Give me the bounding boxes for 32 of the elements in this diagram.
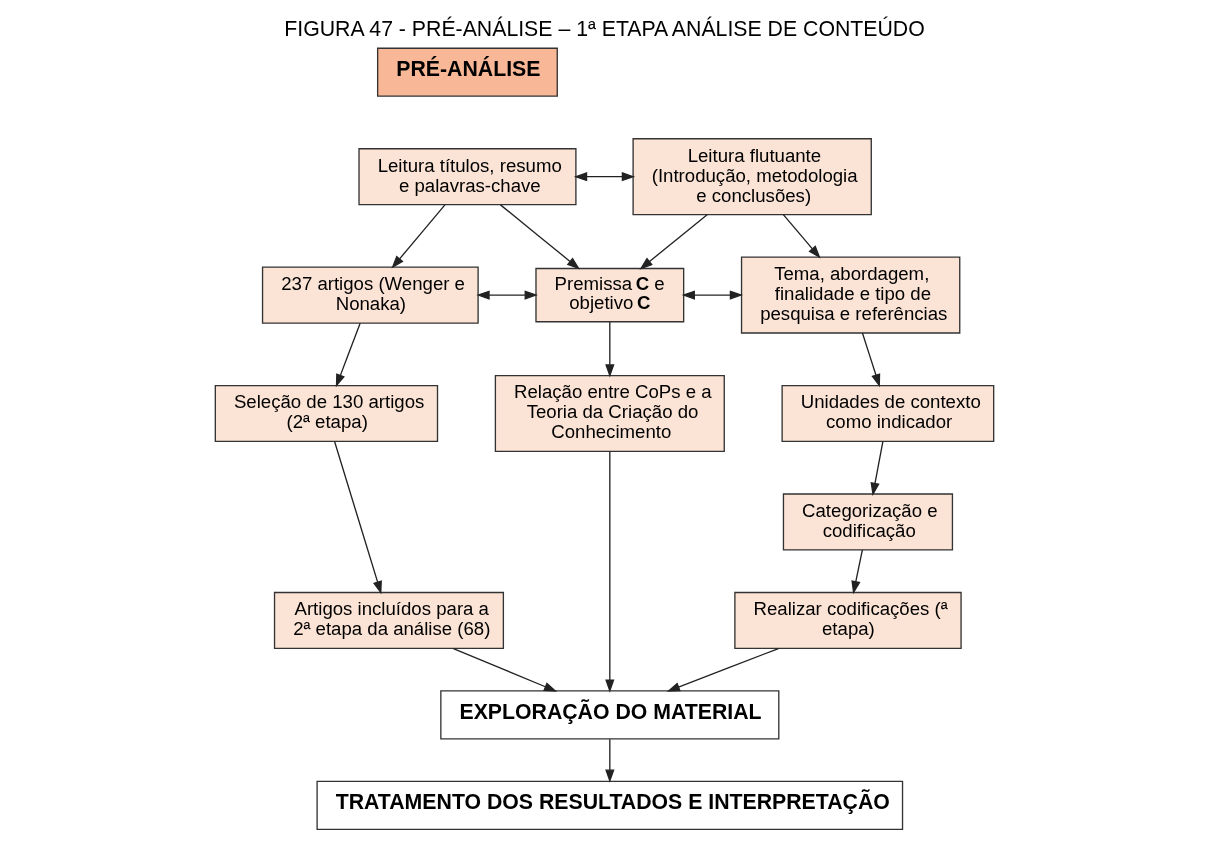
arrow xyxy=(681,290,743,300)
arrow xyxy=(604,738,614,783)
arrow xyxy=(452,647,557,692)
node-box: Artigos incluídos para a 2ª etapa da análise (68) xyxy=(273,591,504,649)
node-box: Seleção de 130 artigos (2ª etapa) xyxy=(214,384,438,443)
arrow xyxy=(604,321,614,378)
node-box: TRATAMENTO DOS RESULTADOS E INTERPRETAÇÃO xyxy=(315,780,903,830)
node-box: Leitura títulos, resumo e palavras-chave xyxy=(357,148,577,206)
node-box: Premissa C e objetivo C xyxy=(534,267,684,323)
arrow xyxy=(475,290,538,300)
node-box: Realizar codificações (ª etapa) xyxy=(733,591,962,649)
node-box: 237 artigos (Wenger e Nonaka) xyxy=(261,266,479,324)
arrow xyxy=(335,322,361,388)
arrow xyxy=(573,172,635,182)
node-box: Unidades de contexto como indicador xyxy=(780,384,994,443)
arrow xyxy=(666,647,779,692)
arrow xyxy=(604,450,614,693)
arrow xyxy=(782,213,821,259)
node-box: Categorização e codificação xyxy=(782,493,953,551)
arrow xyxy=(850,549,863,595)
node-box: EXPLORAÇÃO DO MATERIAL xyxy=(439,690,779,740)
node-box: PRÉ-ANÁLISE xyxy=(376,47,558,97)
node-box: Relação entre CoPs e a Teoria da Criação do Conhecimento xyxy=(494,374,725,453)
arrow xyxy=(333,440,382,595)
arrow xyxy=(861,332,880,388)
arrow xyxy=(639,213,708,270)
arrow xyxy=(499,204,580,270)
arrow xyxy=(390,204,446,269)
arrow xyxy=(870,440,884,496)
node-box: Leitura flutuante (Introdução, metodologia e conclusões) xyxy=(631,138,872,216)
diagram-title: FIGURA 47 - PRÉ-ANÁLISE – 1ª ETAPA ANÁLISE DE CONTEÚDO xyxy=(283,17,925,42)
node-box: Tema, abordagem, finalidade e tipo de pesquisa e referências xyxy=(740,256,960,334)
